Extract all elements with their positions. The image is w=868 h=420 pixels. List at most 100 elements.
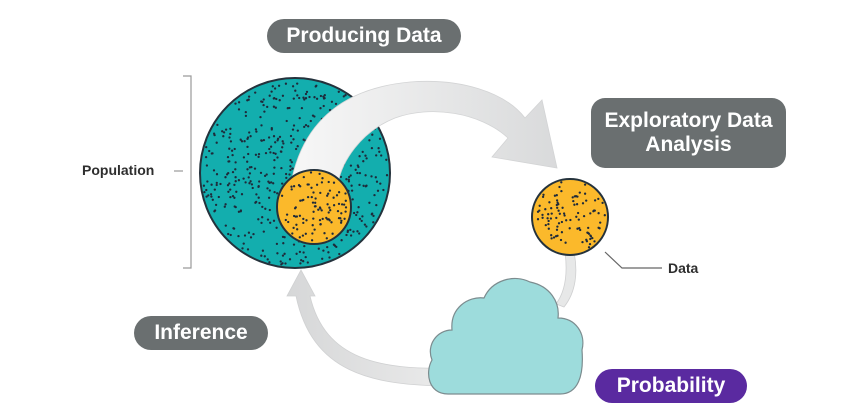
speckle-dot <box>244 114 248 118</box>
speckle-dot <box>246 248 250 251</box>
speckle-dot <box>202 184 206 187</box>
speckle-dot <box>229 233 232 237</box>
speckle-dot <box>234 176 237 179</box>
speckle-dot <box>585 199 588 202</box>
speckle-dot <box>362 184 365 187</box>
speckle-dot <box>227 232 230 236</box>
speckle-dot <box>553 194 557 197</box>
speckle-dot <box>575 215 578 218</box>
speckle-dot <box>562 212 566 215</box>
speckle-dot <box>232 227 236 230</box>
speckle-dot <box>343 217 346 220</box>
speckle-dot <box>340 203 344 206</box>
speckle-dot <box>577 218 580 221</box>
speckle-dot <box>589 212 592 215</box>
speckle-dot <box>373 193 376 197</box>
speckle-dot <box>351 198 354 201</box>
speckle-dot <box>368 139 371 142</box>
speckle-dot <box>215 173 219 176</box>
speckle-dot <box>327 211 330 214</box>
speckle-dot <box>576 211 580 215</box>
speckle-dot <box>555 228 559 231</box>
speckle-dot <box>356 171 359 175</box>
producing-data-arrow <box>291 80 558 184</box>
speckle-dot <box>289 134 293 138</box>
speckle-dot <box>591 236 594 240</box>
speckle-dot <box>233 183 236 187</box>
speckle-dot <box>556 234 559 237</box>
speckle-dot <box>273 190 276 194</box>
speckle-dot <box>563 214 566 217</box>
speckle-dot <box>242 156 246 159</box>
speckle-dot <box>345 178 348 181</box>
speckle-dot <box>237 101 241 104</box>
speckle-dot <box>261 205 264 209</box>
speckle-dot <box>304 255 307 259</box>
speckle-dot <box>310 195 313 199</box>
speckle-dot <box>205 164 209 167</box>
speckle-dot <box>292 138 295 141</box>
speckle-dot <box>538 204 541 207</box>
speckle-dot <box>213 188 216 191</box>
speckle-dot <box>298 250 302 254</box>
speckle-dot <box>291 232 294 235</box>
speckle-dot <box>246 99 249 102</box>
speckle-dot <box>325 237 328 240</box>
speckle-dot <box>216 123 219 127</box>
speckle-dot <box>315 97 319 100</box>
speckle-dot <box>332 196 335 199</box>
speckle-dot <box>319 191 322 195</box>
speckle-dot <box>226 184 230 187</box>
speckle-dot <box>301 199 304 202</box>
speckle-dot <box>344 206 348 209</box>
speckle-dot <box>290 141 293 144</box>
speckle-dot <box>349 228 352 232</box>
speckle-dot <box>358 155 361 158</box>
speckle-dot <box>290 185 293 188</box>
speckle-dot <box>335 194 339 197</box>
speckle-dot <box>321 177 324 180</box>
speckle-dot <box>299 185 302 188</box>
speckle-dot <box>227 190 230 193</box>
speckle-dot <box>230 149 234 152</box>
speckle-dot <box>589 235 593 238</box>
speckle-dot <box>357 165 360 169</box>
speckle-dot <box>244 181 247 184</box>
speckle-dot <box>327 251 330 254</box>
speckle-dot <box>233 147 236 151</box>
speckle-dot <box>273 166 276 169</box>
speckle-dot <box>237 108 241 111</box>
speckle-dot <box>248 182 251 185</box>
speckle-dot <box>284 82 288 85</box>
speckle-dot <box>582 214 586 218</box>
speckle-dot <box>276 192 279 195</box>
speckle-dot <box>208 149 211 153</box>
speckle-dot <box>268 189 271 192</box>
speckle-dot <box>281 182 284 185</box>
speckle-dot <box>292 185 296 188</box>
speckle-dot <box>289 165 292 168</box>
speckle-dot <box>239 138 242 141</box>
speckle-dot <box>382 188 385 192</box>
speckle-dot <box>262 138 266 142</box>
speckle-dot <box>361 150 364 154</box>
speckle-dot <box>357 206 360 209</box>
speckle-dot <box>298 236 301 239</box>
speckle-dot <box>560 189 563 193</box>
speckle-dot <box>559 238 563 242</box>
speckle-dot <box>273 158 276 162</box>
speckle-dot <box>283 236 286 239</box>
speckle-dot <box>257 218 260 221</box>
speckle-dot <box>576 227 579 230</box>
speckle-dot <box>593 209 596 212</box>
speckle-dot <box>263 255 266 258</box>
speckle-dot <box>340 219 343 222</box>
speckle-dot <box>266 105 269 109</box>
speckle-dot <box>344 192 347 195</box>
speckle-dot <box>314 197 317 200</box>
speckle-dot <box>240 193 244 196</box>
speckle-dot <box>298 116 301 120</box>
speckle-dot <box>550 237 553 240</box>
speckle-dot <box>344 199 347 202</box>
speckle-dot <box>375 203 378 207</box>
